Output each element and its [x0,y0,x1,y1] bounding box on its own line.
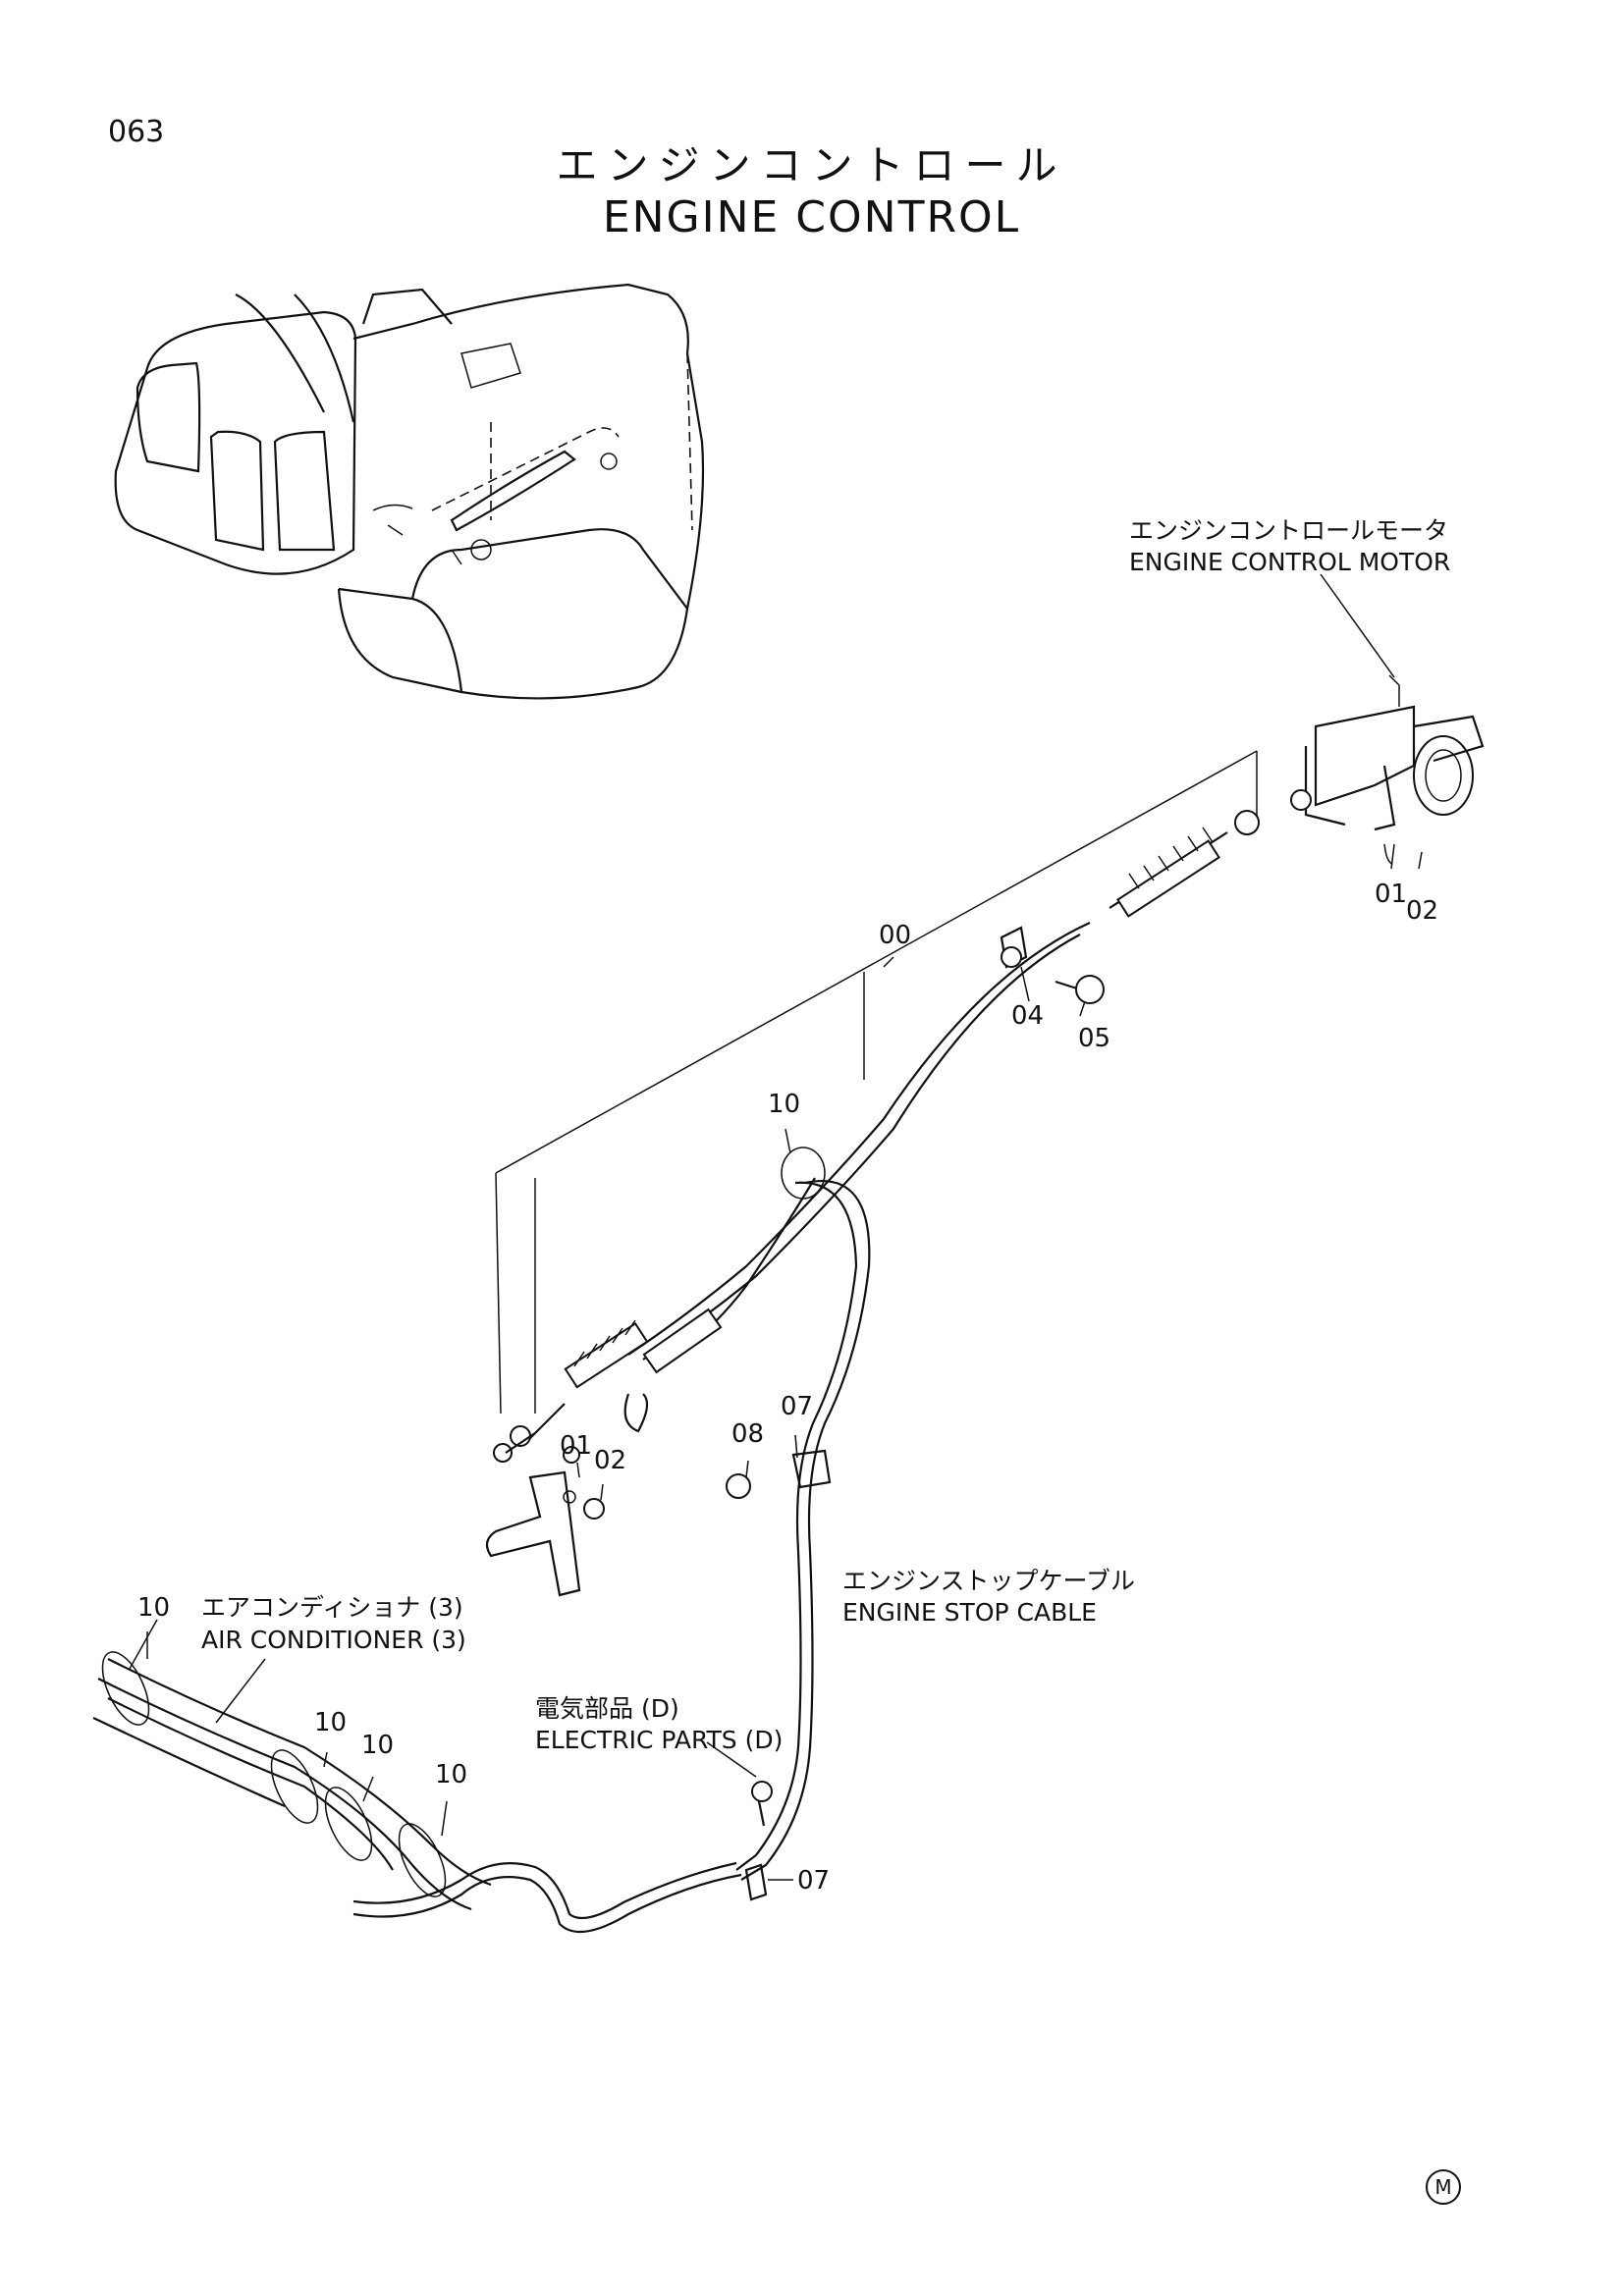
engine-control-motor-label: ENGINE CONTROL MOTOR [1129,548,1451,576]
callout-01-low: 01 [560,1431,593,1461]
engine-control-motor-label-jp: エンジンコントロールモータ [1129,516,1449,545]
throttle-cable [485,827,1228,1597]
engine-stop-cable-label-jp: エンジンストップケーブル [842,1567,1136,1595]
page-number: 063 [108,115,165,149]
callout-10-b: 10 [361,1731,395,1760]
callout-10-left: 10 [137,1593,171,1623]
callout-01-top: 01 [1375,880,1408,909]
corner-mark: M [1426,2169,1461,2205]
page-title: ENGINE CONTROL [602,192,1021,242]
excavator-overview [114,283,705,700]
engine-stop-cable-label: ENGINE STOP CABLE [842,1598,1097,1627]
air-conditioner-label-jp: エアコンディショナ (3) [201,1593,463,1622]
page-title-japanese: エンジンコントロール [556,141,1067,189]
electric-parts-label-jp: 電気部品 (D) [535,1694,679,1723]
callout-05: 05 [1078,1024,1111,1053]
callout-10-mid: 10 [768,1090,801,1119]
engine-control-motor [1234,674,1485,835]
electric-parts-label: ELECTRIC PARTS (D) [535,1726,784,1754]
callout-02-top: 02 [1406,896,1439,926]
callout-10-a: 10 [314,1708,348,1737]
callout-10-c: 10 [435,1760,468,1789]
callout-04: 04 [1011,1001,1045,1031]
leader-lines [129,573,1423,1881]
callout-07-low: 07 [797,1866,831,1896]
engine-stop-cable [352,1177,871,1934]
air-conditioner-label: AIR CONDITIONER (3) [201,1626,466,1654]
air-conditioner-hoses [92,1147,826,1911]
callout-00: 00 [879,921,912,950]
cable-routing-panel [495,750,1258,1415]
callout-07-mid: 07 [781,1392,814,1421]
callout-02-low: 02 [594,1446,627,1475]
callout-08: 08 [731,1419,765,1449]
